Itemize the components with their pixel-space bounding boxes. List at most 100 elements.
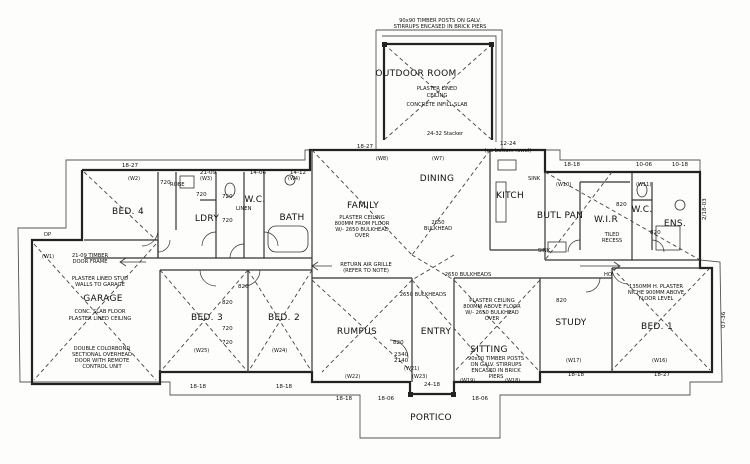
dim-14-06: 14-06 [250,170,267,176]
note-timber-frame-2: DOOR FRAME [72,259,107,265]
note-stacker: 24-32 Stacker [427,131,464,137]
window-tag-w4: (W4) [288,176,300,182]
note-tiled-recess-2: RECESS [602,238,622,244]
dim-720-e: 720 [222,326,233,332]
dim-720-b: 720 [196,192,207,198]
door-entry [389,339,409,359]
room-wc-ens: W.C. [631,205,652,215]
room-outdoor-room: OUTDOOR ROOM [375,69,456,79]
door-bed1 [611,267,629,285]
room-garage: GARAGE [83,294,122,304]
room-wc: W.C. [244,195,265,205]
door-ldry [201,231,217,247]
dim-720-d: 720 [222,218,233,224]
posts [382,42,494,397]
note-garage-door-2: SECTIONAL OVERHEAD [72,352,132,358]
room-bed2: BED. 2 [268,313,300,323]
dim-18-27-left: 18-27 [122,163,139,169]
dim-820-d: 820 [556,298,567,304]
kitchen-bench [495,181,507,223]
dim-14-12: 14-12 [290,170,306,176]
note-bulkhead-1: 2650 [431,220,444,226]
note-family-ceiling-3: W/- 2650 BULKHEAD [335,227,389,233]
room-kitch: KITCH [496,191,524,201]
note-sitting-ceiling-2: 800MM ABOVE FLOOR [463,304,521,310]
dim-18-18-b1: 18-18 [190,384,207,390]
window-tag-w10: (W10) [556,182,571,188]
room-butl-pan: BUTL PAN [537,211,583,221]
door-wc [229,243,245,259]
door-bed4 [141,229,159,247]
note-sitting-ceiling-4: OVER [485,316,500,322]
dim-18-27-b: 18-27 [654,372,671,378]
window-tag-w22: (W22) [345,374,360,380]
note-robe: ROBE [170,182,185,188]
hip-lines [33,43,711,381]
room-entry: ENTRY [421,327,452,337]
note-ho: HO [604,272,612,278]
window-tag-w23: (W23) [412,374,427,380]
dim-18-18-right: 18-18 [564,162,581,168]
notes: 90x90 TIMBER POSTS ON GALV. STIRRUPS ENC… [44,18,684,380]
window-tag-w7: (W7) [432,156,444,162]
dim-720-a: 720 [160,180,171,186]
note-bulkhead-2: BULKHEAD [424,226,452,232]
window-tag-w16: (W16) [652,358,667,364]
window-tag-w11: (W11) [636,182,651,188]
note-sink-butler: SINK [538,248,551,254]
dim-820-e: 820 [650,230,661,236]
internal-walls [84,150,700,382]
dim-18-06: 18-06 [378,396,395,402]
note-bed1-plaster-1: 1350MM H. PLASTER [629,284,683,290]
note-outdoor-slab: CONCRETE INFILL SLAB [407,102,468,108]
dim-18-27-family: 18-27 [357,144,374,150]
window-tag-w17: (W17) [566,358,581,364]
note-outdoor-ceiling-2: CEILING [427,93,448,99]
window-tag-w21: (W21) [404,366,419,372]
dim-10-18: 10-18 [672,162,689,168]
note-outdoor-ceiling: PLASTER LINED [417,86,457,92]
room-ens: ENS. [664,219,686,229]
note-family-ceiling-1: PLASTER CEILING [339,215,384,221]
note-dp-garage: DP [44,232,51,238]
window-tag-w18: (W18) [505,378,520,384]
window-tag-w19: (W19) [460,378,475,384]
room-portico: PORTICO [410,413,452,423]
note-bottom-rowel: (no bottom rowel) [485,148,532,154]
room-rumpus: RUMPUS [337,327,377,337]
dim-2-18-03: 2/18-03 [702,198,708,220]
note-sitting-posts-4: PIERS [489,374,504,380]
room-dining: DINING [420,174,454,184]
dim-720-c: 720 [222,194,233,200]
room-bed4: BED. 4 [112,207,144,217]
dim-18-06b: 18-06 [472,396,489,402]
window-tags: (W8) (W7) (W2) (W3) (W4) (W1) (W10) (W11… [42,156,667,384]
door-ens [651,239,665,253]
kitchen-sink [497,159,517,171]
door-study [585,277,601,293]
butler-sink [547,241,567,253]
note-posts-top-2: STIRRUPS ENCASED IN BRICK PIERS [394,24,487,30]
note-garage-door-3: DOOR WITH REMOTE [75,358,130,364]
roof-outline [17,29,723,439]
room-family: FAMILY [347,201,379,211]
dim-21-09: 21-09 [200,170,217,176]
note-tiled-recess-1: TILED [604,232,620,238]
dim-10-06: 10-06 [636,162,653,168]
laundry-tub [179,175,195,189]
note-garage-floor-2: PLASTER LINED CEILING [69,316,132,322]
door-bath [263,231,279,247]
room-bath: BATH [279,213,304,223]
note-garage-floor-1: CONC. SLAB FLOOR [74,309,125,315]
window-tag-w8: (W8) [376,156,388,162]
door-swings [141,229,665,359]
note-family-ceiling-4: OVER [355,233,370,239]
note-posts-top: 90x90 TIMBER POSTS ON GALV. [399,18,481,24]
note-garage-walls-1: PLASTER LINED STUD [72,276,128,282]
room-bed1: BED. 1 [641,322,673,332]
window-tag-w1: (W1) [42,254,54,260]
arrows [119,257,621,271]
room-bed3: BED. 3 [191,313,223,323]
note-sitting-posts-3: ENCASED IN BRICK [471,368,521,374]
